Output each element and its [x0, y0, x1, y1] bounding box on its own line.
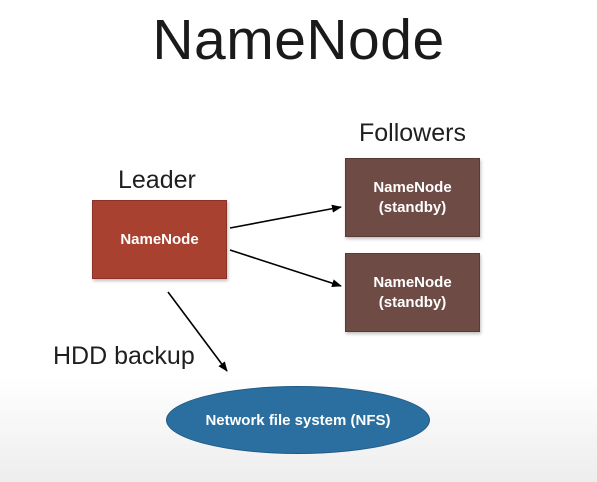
standby-1-name: NameNode: [373, 178, 452, 196]
nfs-label: Network file system (NFS): [205, 411, 391, 429]
standby-namenode-box-2: NameNode (standby): [345, 253, 480, 332]
standby-2-name: NameNode: [373, 273, 452, 291]
leader-label: Leader: [118, 166, 196, 194]
standby-1-role: (standby): [378, 198, 447, 216]
leader-namenode-label: NameNode: [120, 230, 199, 248]
leader-namenode-box: NameNode: [92, 200, 227, 279]
followers-label: Followers: [359, 119, 466, 147]
standby-namenode-box-1: NameNode (standby): [345, 158, 480, 237]
arrow-leader-to-standby-2: [229, 249, 342, 288]
arrow-leader-to-standby-1: [229, 204, 342, 229]
arrow-leader-to-nfs: [167, 291, 228, 372]
hdd-backup-label: HDD backup: [53, 342, 195, 370]
slide-title: NameNode: [152, 8, 445, 72]
standby-2-role: (standby): [378, 293, 447, 311]
nfs-ellipse: Network file system (NFS): [166, 386, 430, 454]
